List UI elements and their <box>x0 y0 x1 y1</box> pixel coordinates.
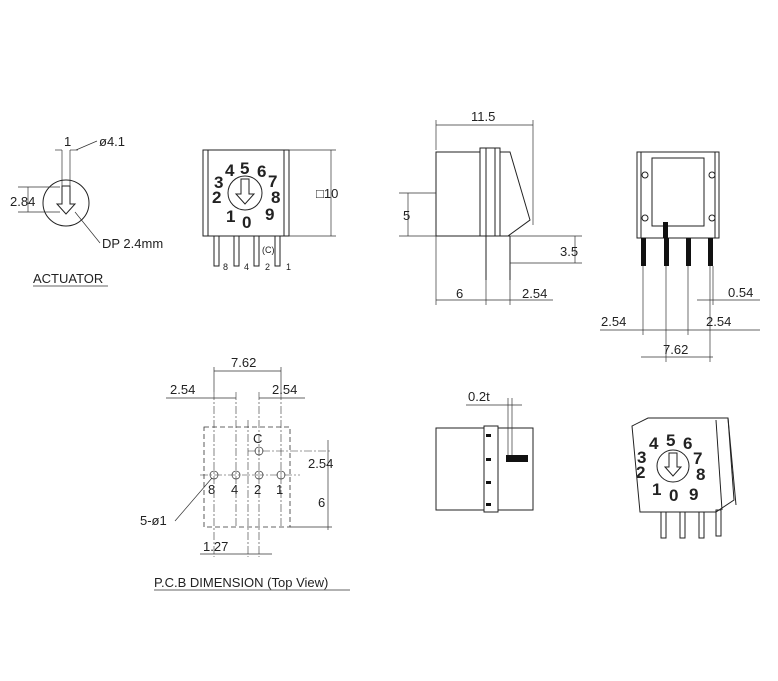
iso-view: 5 6 7 8 9 0 1 2 3 4 <box>631 417 737 539</box>
side-dim-height: 5 <box>403 208 410 223</box>
pcb-holes-label: 5-ø1 <box>140 513 167 528</box>
pcb-dim-254-right: 2.54 <box>272 382 297 397</box>
iso-dial-number-1: 1 <box>652 480 661 499</box>
side-dim-254: 2.54 <box>522 286 547 301</box>
dial-number-2: 2 <box>212 188 221 207</box>
dial-number-9: 9 <box>265 205 274 224</box>
dial-number-1: 1 <box>226 207 235 226</box>
pcb-pin-label-2: 2 <box>254 482 261 497</box>
pcb-common-label: C <box>253 431 262 446</box>
pcb-dim-254-vertical: 2.54 <box>308 456 333 471</box>
iso-dial-number-7: 7 <box>693 449 702 468</box>
top-dim-thickness: 0.2t <box>468 389 490 404</box>
iso-dial-number-8: 8 <box>696 465 705 484</box>
front-pin-label-2: 2 <box>265 262 270 272</box>
back-dim-254-right: 2.54 <box>706 314 731 329</box>
front-size-label: □10 <box>316 186 338 201</box>
side-view: 11.5 5 3.5 6 2.54 <box>399 109 582 305</box>
dial-number-0: 0 <box>242 213 251 232</box>
iso-dial-numbers: 5 6 7 8 9 0 1 2 3 4 <box>636 431 705 505</box>
actuator-caption: ACTUATOR <box>33 271 103 286</box>
pcb-dimension: 7.62 2.54 2.54 2.54 6 1.27 5-ø1 C 8 4 2 … <box>140 355 350 591</box>
pcb-dim-254-left: 2.54 <box>170 382 195 397</box>
pcb-pin-label-4: 4 <box>231 482 238 497</box>
back-dim-762: 7.62 <box>663 342 688 357</box>
iso-pins <box>660 509 722 539</box>
dial-number-3: 3 <box>214 173 223 192</box>
iso-dial-number-0: 0 <box>669 486 678 505</box>
actuator-dim-1: 1 <box>64 134 71 149</box>
dial-number-6: 6 <box>257 162 266 181</box>
actuator-dp-label: DP 2.4mm <box>102 236 163 251</box>
back-dim-254-left: 2.54 <box>601 314 626 329</box>
actuator-dim-height: 2.84 <box>10 194 35 209</box>
front-common-label: (C) <box>262 245 275 255</box>
side-dim-6: 6 <box>456 286 463 301</box>
side-dim-width: 11.5 <box>471 109 495 124</box>
actuator-detail: 1 ø4.1 2.84 DP 2.4mm ACTUATOR <box>10 134 163 287</box>
front-pin-label-1: 1 <box>286 262 291 272</box>
iso-dial-number-6: 6 <box>683 434 692 453</box>
pcb-dim-127: 1.27 <box>203 539 228 554</box>
dial-number-7: 7 <box>268 172 277 191</box>
pcb-dim-6: 6 <box>318 495 325 510</box>
pcb-caption: P.C.B DIMENSION (Top View) <box>154 575 328 590</box>
dial-number-5: 5 <box>240 159 249 178</box>
side-dim-pin: 3.5 <box>560 244 578 259</box>
dial-number-4: 4 <box>225 161 235 180</box>
iso-dial-number-4: 4 <box>649 434 659 453</box>
actuator-dim-diameter: ø4.1 <box>99 134 125 149</box>
dial-number-8: 8 <box>271 188 280 207</box>
iso-dial-number-9: 9 <box>689 485 698 504</box>
pcb-pin-label-1: 1 <box>276 482 283 497</box>
back-view: 0.54 2.54 2.54 7.62 <box>600 151 760 362</box>
pcb-dim-762: 7.62 <box>231 355 256 370</box>
top-view: 0.2t <box>435 389 534 513</box>
front-pin-label-8: 8 <box>223 262 228 272</box>
iso-dial-number-3: 3 <box>637 448 646 467</box>
front-pins <box>213 235 281 267</box>
front-dial-numbers: 5 6 7 8 9 0 1 2 3 4 <box>212 159 280 232</box>
front-view: 5 6 7 8 9 0 1 2 3 4 □10 (C) 8 4 2 1 <box>202 149 338 272</box>
iso-dial-number-2: 2 <box>636 463 645 482</box>
pcb-pin-label-8: 8 <box>208 482 215 497</box>
iso-dial-number-5: 5 <box>666 431 675 450</box>
front-pin-label-4: 4 <box>244 262 249 272</box>
back-dim-054: 0.54 <box>728 285 753 300</box>
